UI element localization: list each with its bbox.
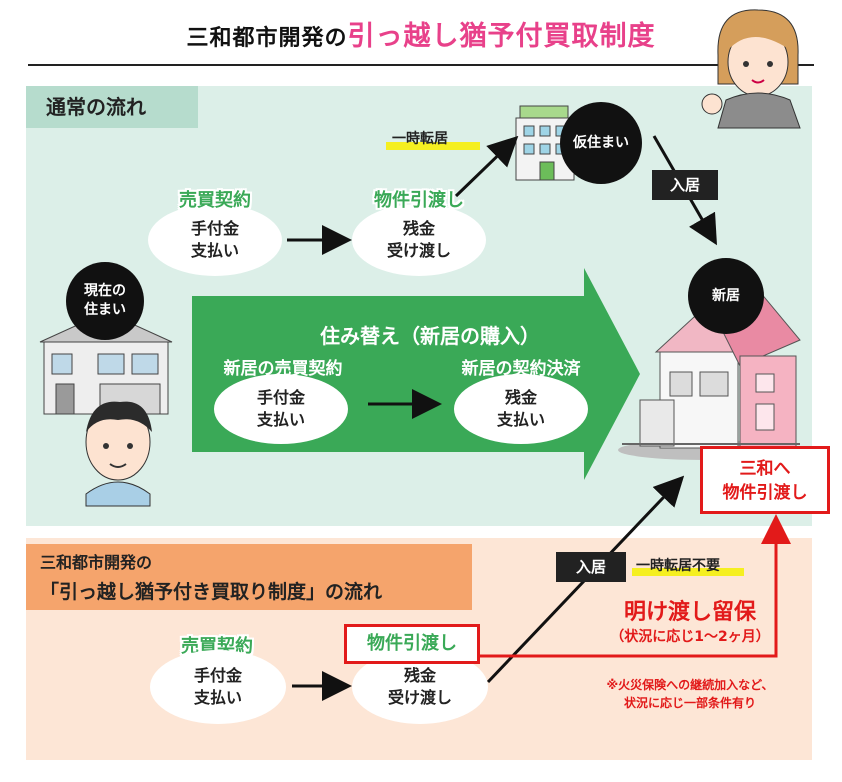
red-deferral-connector (480, 514, 791, 658)
normal-step2-title: 物件引渡し (374, 190, 464, 211)
new-home-bubble: 新居 (688, 258, 764, 334)
arrow-handover-to-temp (454, 135, 519, 198)
title-prefix: 三和都市開発の (186, 26, 348, 51)
program-flow-heading: 三和都市開発の 「引っ越し猶予付き買取り制度」の流れ (26, 544, 472, 610)
note-line1: ※火災保険への継続加入など、 (606, 678, 774, 692)
relocation-step2-title: 新居の契約決済 (461, 359, 581, 379)
relocation-step1-line1: 手付金 (256, 388, 305, 407)
program-move-in-tag: 入居 (556, 552, 626, 582)
no-temp-move-label: 一時転居不要 (636, 558, 720, 574)
normal-step1-line2: 支払い (190, 241, 239, 260)
current-home-line1: 現在の (84, 283, 126, 299)
program-step2-line2: 受け渡し (387, 688, 452, 707)
title-emphasis: 引っ越し猶予付買取制度 (347, 21, 656, 52)
normal-step1-title: 売買契約 (179, 190, 251, 211)
normal-step1-line1: 手付金 (190, 219, 239, 238)
normal-step2-ellipse: 残金 受け渡し (352, 204, 486, 276)
program-heading-line1: 三和都市開発の (40, 553, 153, 572)
deferral-title: 明け渡し留保 (623, 600, 756, 625)
temp-move-highlight (386, 142, 480, 150)
woman-illustration (701, 9, 801, 129)
relocation-step1-ellipse: 手付金 支払い (214, 374, 348, 444)
program-step1-line1: 手付金 (193, 666, 242, 685)
program-heading-line2: 「引っ越し猶予付き買取り制度」の流れ (40, 581, 383, 603)
handover-box-line2: 物件引渡し (722, 483, 808, 503)
program-step2-title-box: 物件引渡し (344, 624, 480, 664)
deferral-sub: （状況に応じ1〜2ヶ月） (610, 629, 770, 645)
relocation-title: 住み替え（新居の購入） (320, 324, 540, 348)
normal-step2-line1: 残金 (402, 219, 435, 238)
current-home-bubble: 現在の 住まい (66, 262, 144, 340)
man-illustration (85, 401, 152, 507)
relocation-step2-line1: 残金 (504, 388, 537, 407)
handover-to-sanwa-box: 三和へ 物件引渡し (700, 446, 830, 514)
program-step1-line2: 支払い (193, 688, 242, 707)
page-title: 三和都市開発の引っ越し猶予付買取制度 (0, 14, 842, 53)
normal-move-in-tag: 入居 (652, 170, 718, 200)
relocation-step1-title: 新居の売買契約 (223, 359, 343, 379)
note-line2: 状況に応じ一部条件有り (623, 696, 756, 710)
no-temp-highlight (632, 568, 744, 576)
relocation-step2-ellipse: 残金 支払い (454, 374, 588, 444)
normal-flow-heading: 通常の流れ (26, 86, 198, 128)
handover-box-line1: 三和へ (739, 459, 791, 479)
program-step2-line1: 残金 (403, 666, 436, 685)
temp-move-label: 一時転居 (392, 131, 448, 147)
temp-home-bubble: 仮住まい (560, 102, 642, 184)
normal-step2-line2: 受け渡し (386, 241, 451, 260)
current-home-line2: 住まい (84, 302, 126, 318)
title-rule (28, 64, 814, 66)
relocation-step2-line2: 支払い (496, 410, 545, 429)
relocation-step1-line2: 支払い (256, 410, 305, 429)
normal-step1-ellipse: 手付金 支払い (148, 204, 282, 276)
program-step1-ellipse: 手付金 支払い (150, 650, 286, 724)
